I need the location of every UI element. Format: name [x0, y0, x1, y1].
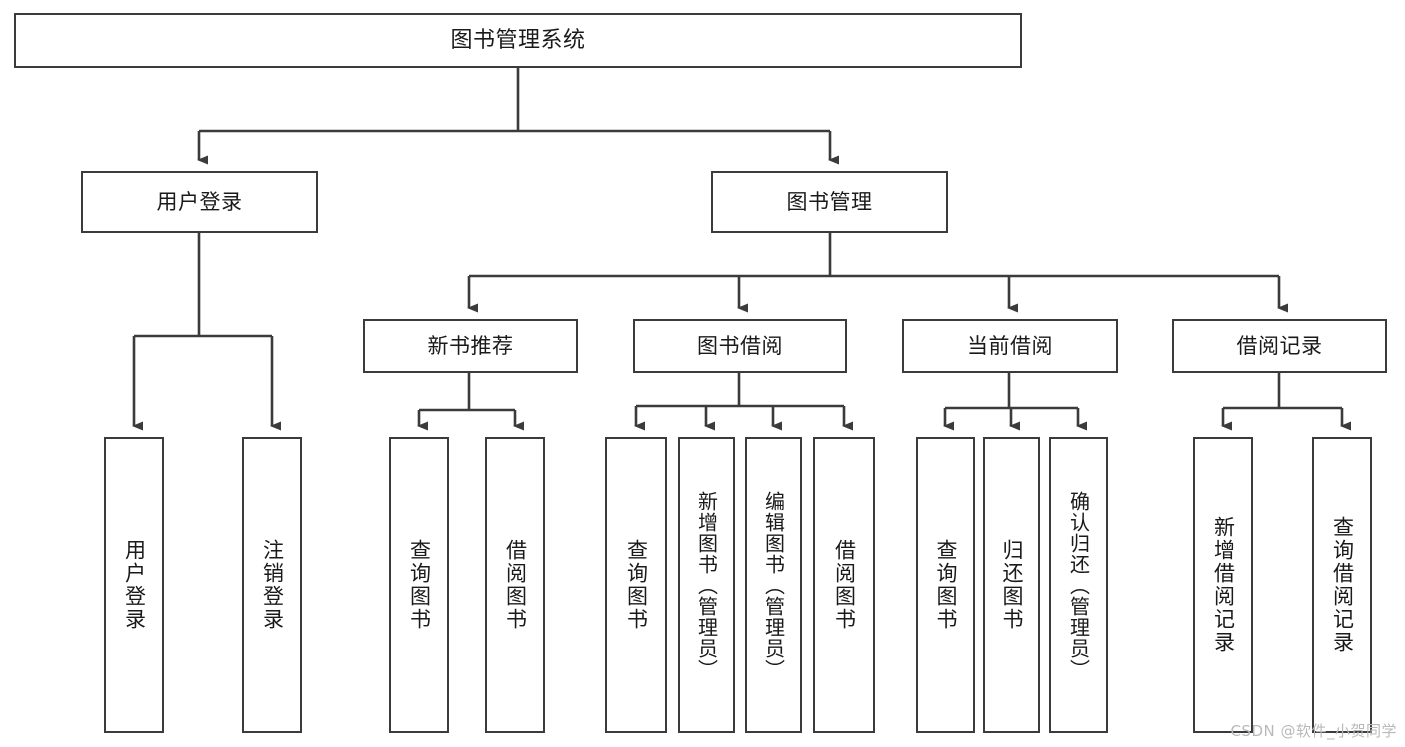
- node-bb-borrow-book[interactable]: 借阅图书: [813, 437, 875, 733]
- node-book-borrow[interactable]: 图书借阅: [633, 319, 847, 373]
- node-label: 新增图书（管理员）: [694, 490, 719, 680]
- node-nbr-borrow-book[interactable]: 借阅图书: [485, 437, 545, 733]
- node-label: 确认归还（管理员）: [1066, 490, 1091, 680]
- node-label: 注销登录: [260, 539, 285, 631]
- node-label: 借阅图书: [832, 539, 857, 631]
- node-cb-query-book[interactable]: 查询图书: [916, 437, 975, 733]
- node-new-book-recommend[interactable]: 新书推荐: [363, 319, 578, 373]
- node-label: 借阅记录: [1236, 333, 1323, 358]
- node-label: 借阅图书: [503, 539, 528, 631]
- node-current-borrow[interactable]: 当前借阅: [902, 319, 1118, 373]
- node-borrow-record[interactable]: 借阅记录: [1172, 319, 1387, 373]
- node-label: 图书管理: [786, 189, 873, 214]
- node-bb-query-book[interactable]: 查询图书: [605, 437, 667, 733]
- node-cb-confirm-return[interactable]: 确认归还（管理员）: [1049, 437, 1108, 733]
- node-label: 新书推荐: [427, 333, 514, 358]
- node-user-login-do[interactable]: 用户登录: [104, 437, 164, 733]
- node-bb-edit-book[interactable]: 编辑图书（管理员）: [745, 437, 802, 733]
- node-label: 查询图书: [407, 539, 432, 631]
- node-label: 编辑图书（管理员）: [761, 490, 786, 680]
- node-book-manage[interactable]: 图书管理: [711, 171, 948, 233]
- node-bb-add-book[interactable]: 新增图书（管理员）: [678, 437, 735, 733]
- watermark-text: CSDN @软件_小贺同学: [1230, 722, 1397, 740]
- node-label: 查询图书: [934, 539, 958, 631]
- node-label: 新增借阅记录: [1211, 516, 1236, 654]
- node-label: 查询图书: [624, 539, 649, 631]
- node-br-query-record[interactable]: 查询借阅记录: [1312, 437, 1372, 733]
- node-root-system[interactable]: 图书管理系统: [14, 13, 1022, 68]
- node-cb-return-book[interactable]: 归还图书: [983, 437, 1040, 733]
- node-label: 图书管理系统: [450, 27, 586, 53]
- node-label: 查询借阅记录: [1330, 516, 1355, 654]
- node-br-add-record[interactable]: 新增借阅记录: [1193, 437, 1253, 733]
- node-user-logout[interactable]: 注销登录: [242, 437, 302, 733]
- node-label: 用户登录: [156, 189, 243, 214]
- node-nbr-query-book[interactable]: 查询图书: [389, 437, 449, 733]
- node-label: 当前借阅: [967, 333, 1053, 358]
- node-label: 图书借阅: [697, 333, 783, 358]
- node-label: 用户登录: [122, 539, 147, 631]
- node-user-login[interactable]: 用户登录: [81, 171, 318, 233]
- node-label: 归还图书: [1000, 539, 1024, 631]
